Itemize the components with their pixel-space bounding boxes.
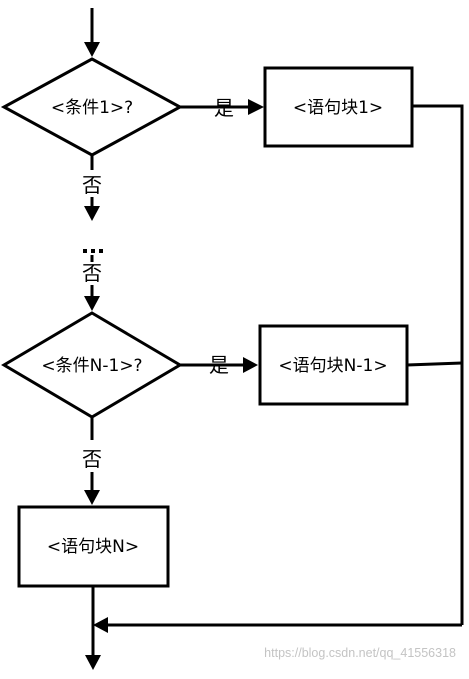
- yes-1-label: 是: [214, 96, 234, 120]
- no-n1-arrowhead: [84, 490, 100, 505]
- no-1-arrowhead: [84, 206, 100, 221]
- block-n-label: <语句块N>: [47, 537, 139, 557]
- ellipsis-dot-3: [99, 249, 103, 253]
- no-n1-label: 否: [82, 447, 102, 471]
- block-1-box: [263, 66, 414, 148]
- no-ellipsis-label: 否: [82, 261, 102, 285]
- block-n1-label: <语句块N-1>: [278, 356, 387, 376]
- decision-n1-label: <条件N-1>?: [41, 356, 142, 376]
- no-1-label: 否: [82, 173, 102, 197]
- yes-n1-label: 是: [209, 353, 229, 377]
- ellipsis-dot-2: [91, 249, 95, 253]
- decision-1-label: <条件1>?: [51, 98, 133, 118]
- entry-arrowhead: [84, 42, 100, 57]
- no-ellipsis-arrowhead: [84, 296, 100, 311]
- block-1-label: <语句块1>: [293, 98, 383, 118]
- block-n1-return-connector: [406, 361, 463, 367]
- watermark: https://blog.csdn.net/qq_41556318: [264, 646, 456, 660]
- merge-arrowhead: [93, 617, 108, 633]
- ellipsis-dot-1: [83, 249, 87, 253]
- block-n-box: [17, 505, 170, 588]
- yes-1-arrowhead: [248, 99, 264, 115]
- exit-arrowhead: [85, 655, 101, 670]
- yes-n1-arrowhead: [243, 357, 258, 373]
- block-1-return-connector: [412, 104, 464, 625]
